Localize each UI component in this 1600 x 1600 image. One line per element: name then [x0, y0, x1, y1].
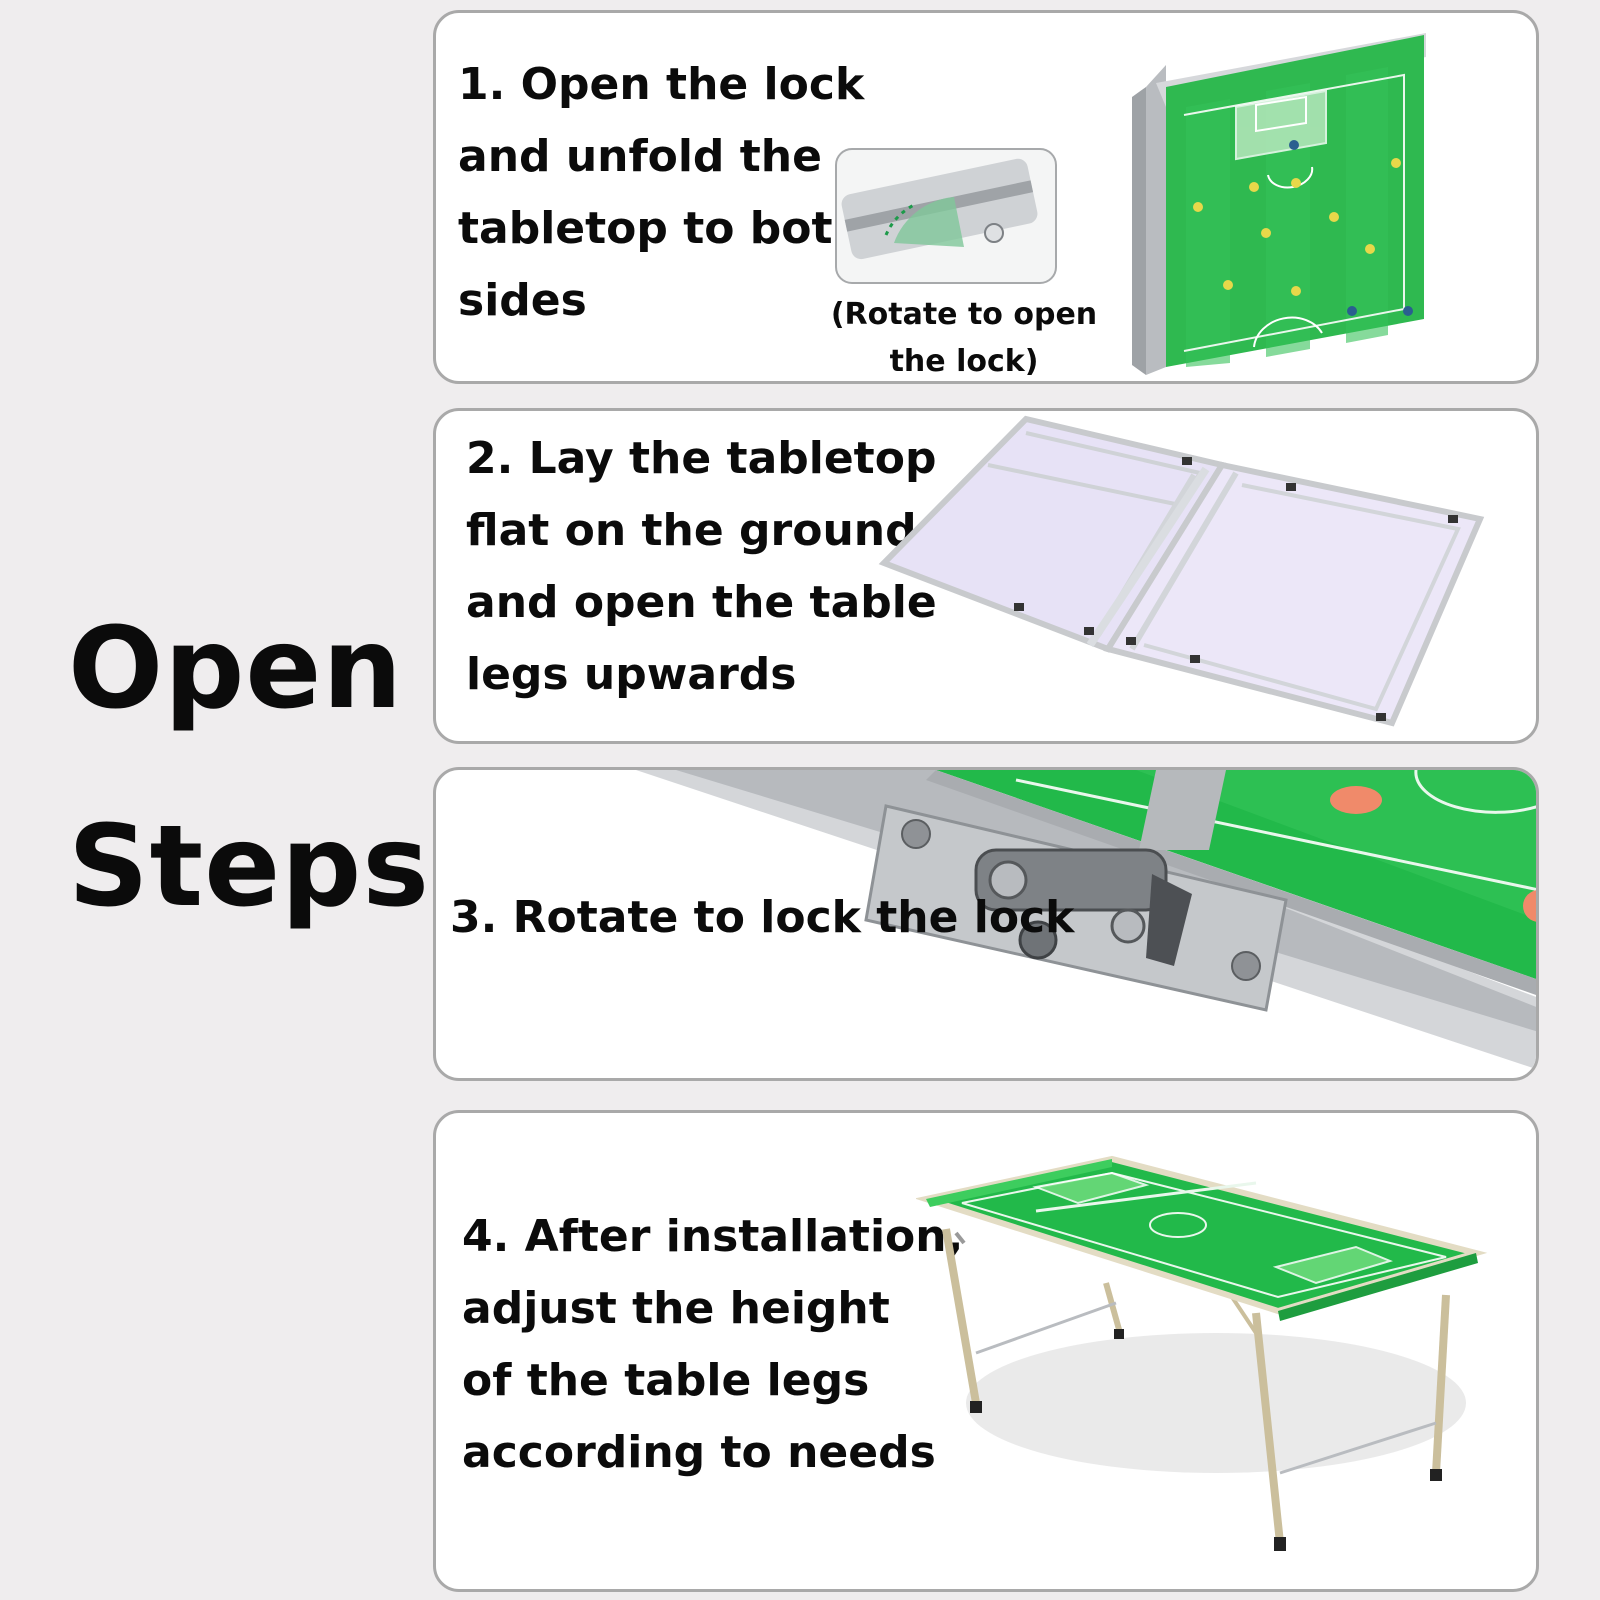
step-2-text: 2. Lay the tabletop flat on the ground a… — [466, 433, 937, 700]
step-4-card: 4. After installation, adjust the height… — [433, 1110, 1539, 1592]
step-1-text: 1. Open the lock and unfold the tabletop… — [458, 59, 865, 326]
lock-detail-image — [835, 148, 1057, 284]
step-1-card: 1. Open the lock and unfold the tabletop… — [433, 10, 1539, 384]
assembled-table-image — [916, 1155, 1488, 1551]
open-table-underside-image — [878, 415, 1485, 727]
step-3-card: 3. Rotate to lock the lock — [433, 767, 1539, 1081]
step-3-text: 3. Rotate to lock the lock — [450, 892, 1075, 943]
step-1-caption: (Rotate to open the lock) — [830, 297, 1098, 379]
step-4-text: 4. After installation, adjust the height… — [462, 1211, 964, 1478]
side-title-line2: Steps — [68, 802, 430, 932]
side-title-line1: Open — [68, 604, 404, 734]
folded-table-image — [1132, 33, 1426, 375]
side-title: Open Steps — [68, 570, 430, 966]
lock-closeup-image — [636, 770, 1536, 1070]
step-2-card: 2. Lay the tabletop flat on the ground a… — [433, 408, 1539, 744]
